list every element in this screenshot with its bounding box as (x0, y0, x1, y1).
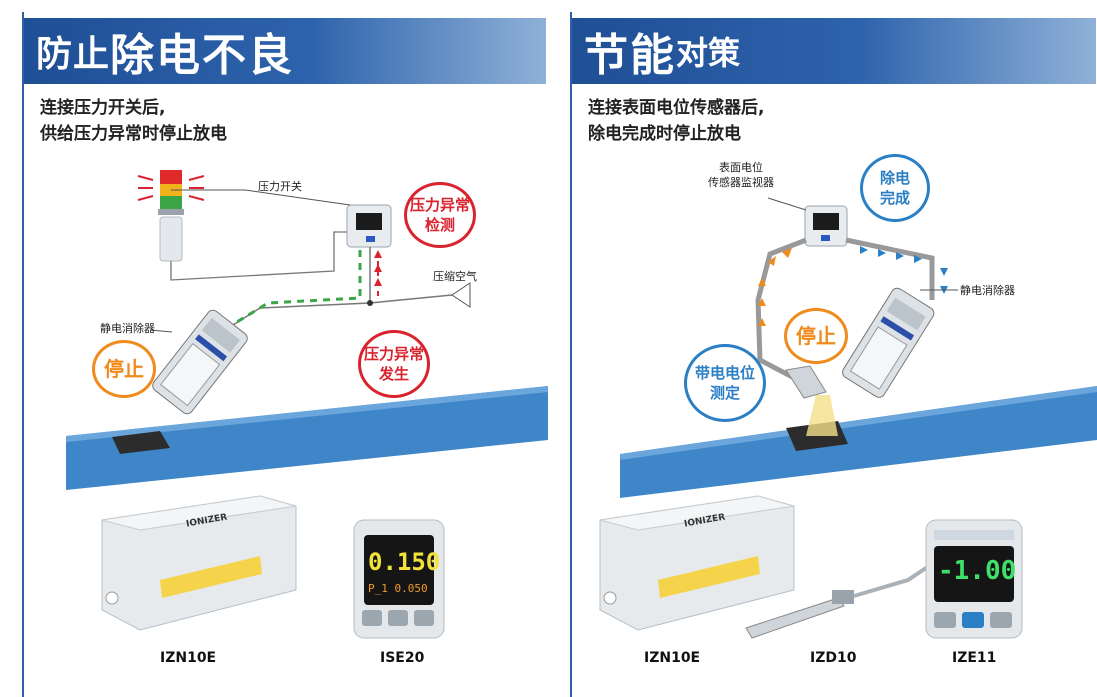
right-subtitle-line1: 连接表面电位传感器后, (588, 98, 765, 118)
callout-occur-line2: 发生 (378, 365, 409, 383)
surface-potential-monitor-icon (804, 205, 848, 247)
izd10-product-image (745, 558, 940, 639)
label-compressed-air: 压缩空气 (433, 270, 477, 283)
ise20-display-sub: P_1 0.050 (368, 582, 428, 595)
left-title-part2: 除电不良 (110, 30, 295, 81)
conveyor-top-edge (66, 386, 548, 442)
green-flow (231, 250, 362, 327)
label-monitor-line1: 表面电位 (719, 161, 763, 174)
right-title-part1: 节能 (584, 30, 676, 81)
callout-neutralize-done: 除电完成 (860, 154, 930, 222)
left-title-bar: 防止 除电不良 (22, 18, 546, 84)
product-izn10e-left: IZN10E (160, 650, 217, 666)
workpiece (112, 431, 170, 454)
callout-pressure-detect: 压力异常检测 (404, 182, 476, 248)
label-ionizer: 静电消除器 (100, 322, 155, 335)
conveyor-belt-right (620, 386, 1097, 498)
ionizer-cable (845, 237, 935, 300)
air-source-icon (451, 282, 471, 308)
right-products (599, 495, 1023, 639)
ize11-product-image (925, 519, 1023, 639)
right-title-part2: 对策 (676, 34, 741, 72)
callout-stop-right: 停止 (784, 308, 848, 364)
product-izn10e-right: IZN10E (644, 650, 701, 666)
callout-stop-right-text: 停止 (796, 324, 836, 348)
callout-measure-line2: 测定 (709, 384, 740, 402)
right-diagram (620, 197, 1097, 498)
pressure-switch-icon (346, 204, 392, 248)
ionizer-icon (152, 309, 248, 415)
product-izd10: IZD10 (810, 650, 857, 666)
callout-done-line2: 完成 (879, 189, 910, 207)
left-title-part1: 防止 (36, 34, 111, 75)
sensor-probe-icon (785, 365, 827, 399)
product-ise20: ISE20 (380, 650, 425, 666)
callout-stop-left-text: 停止 (104, 357, 144, 381)
callout-occur-line1: 压力异常 (363, 345, 424, 363)
ise20-product-image (353, 519, 445, 639)
blue-flow (860, 246, 948, 294)
callout-measure-line1: 带电电位 (694, 364, 755, 382)
izn10e-product-image-right (599, 495, 795, 631)
label-monitor: 表面电位 传感器监视器 (708, 160, 774, 190)
label-pressure-switch: 压力开关 (258, 180, 302, 193)
left-subtitle: 连接压力开关后, 供给压力异常时停止放电 (40, 95, 227, 147)
right-subtitle-line2: 除电完成时停止放电 (588, 124, 741, 144)
conveyor-belt (66, 386, 548, 490)
callout-potential-measure: 带电电位测定 (684, 344, 766, 422)
right-subtitle: 连接表面电位传感器后, 除电完成时停止放电 (588, 95, 764, 147)
ionizer-icon-right (842, 287, 935, 398)
right-divider (570, 12, 572, 697)
left-panel: 防止 除电不良 连接压力开关后, 供给压力异常时停止放电 (0, 0, 548, 697)
orange-flow (758, 248, 792, 326)
signal-wire (170, 231, 350, 281)
left-divider (22, 12, 24, 697)
label-monitor-line2: 传感器监视器 (708, 176, 774, 189)
product-ize11: IZE11 (952, 650, 997, 666)
sensor-cable (755, 237, 807, 383)
label-ionizer-right: 静电消除器 (960, 284, 1015, 297)
callout-detect-line2: 检测 (424, 216, 455, 234)
ize11-display-value: -1.00 (938, 556, 1017, 586)
callout-pressure-occur: 压力异常发生 (358, 330, 430, 398)
left-subtitle-line2: 供给压力异常时停止放电 (40, 124, 227, 144)
right-panel: 节能 对策 连接表面电位传感器后, 除电完成时停止放电 (548, 0, 1097, 697)
signal-tower-icon (137, 170, 205, 262)
right-title-bar: 节能 对策 (570, 18, 1096, 84)
izn10e-product-image (101, 495, 297, 631)
callout-detect-line1: 压力异常 (409, 196, 470, 214)
left-products (101, 495, 445, 639)
callout-done-line1: 除电 (879, 169, 910, 187)
left-subtitle-line1: 连接压力开关后, (40, 98, 166, 118)
callout-stop-left: 停止 (92, 340, 156, 398)
left-diagram (66, 170, 548, 490)
ise20-display-value: 0.150 (368, 548, 441, 576)
